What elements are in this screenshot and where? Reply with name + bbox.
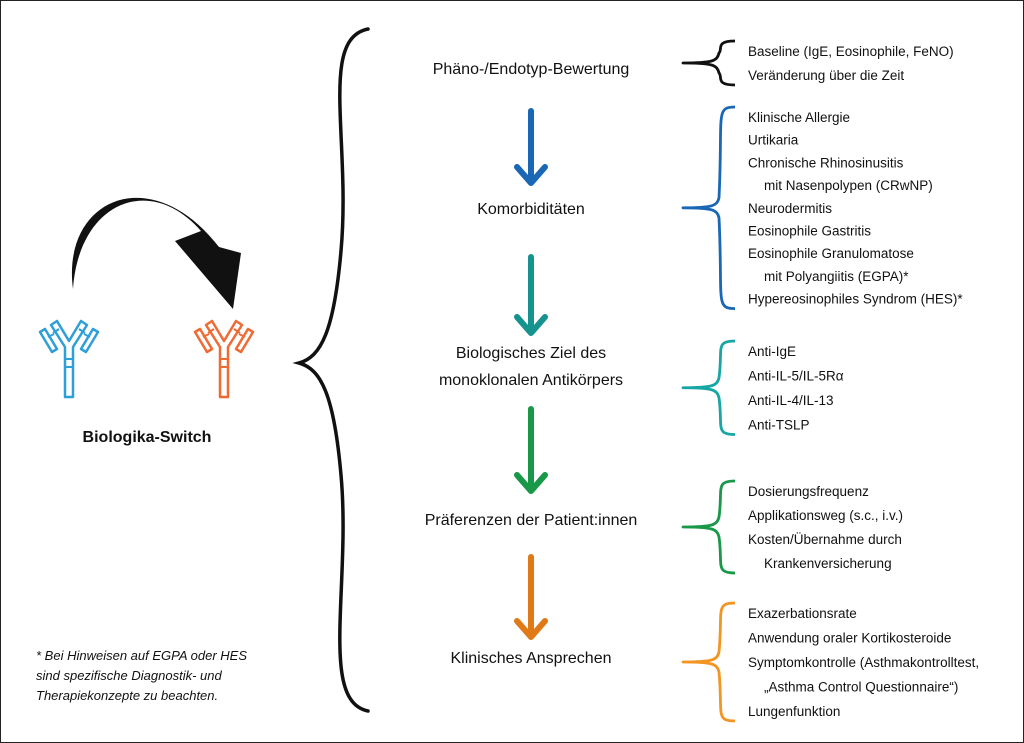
stage-item: Baseline (IgE, Eosinophile, FeNO) — [748, 44, 954, 59]
stage-item: Dosierungsfrequenz — [748, 484, 869, 499]
stage-item: Eosinophile Granulomatose — [748, 246, 914, 261]
stage-brace — [681, 39, 736, 87]
stage-brace — [681, 479, 736, 575]
stage-item: Anti-IL-5/IL-5Rα — [748, 369, 844, 384]
stage-brace — [681, 105, 736, 310]
stage-item: Eosinophile Gastritis — [748, 224, 871, 239]
stage-item: Kosten/Übernahme durch — [748, 532, 902, 547]
stage-2: Komorbiditäten Klinische AllergieUrtikari… — [477, 105, 963, 310]
flow-arrow-icon — [514, 406, 548, 494]
stages-flow: Phäno-/Endotyp-Bewertung Baseline (IgE, E… — [425, 39, 979, 723]
footnote-line-2: sind spezifische Diagnostik- und — [36, 668, 222, 683]
flow-arrow-icon — [514, 554, 548, 640]
stage-4: Präferenzen der Patient:innen Dosierungsf… — [425, 479, 903, 575]
stage-item: Symptomkontrolle (Asthmakontrolltest, — [748, 655, 979, 670]
flow-arrow-icon — [514, 108, 548, 186]
stage-item: mit Nasenpolypen (CRwNP) — [764, 178, 933, 193]
stage-label: Phäno-/Endotyp-Bewertung — [433, 61, 630, 78]
stage-1: Phäno-/Endotyp-Bewertung Baseline (IgE, E… — [433, 39, 954, 87]
footnote-line-1: * Bei Hinweisen auf EGPA oder HES — [36, 648, 247, 663]
switch-arrow-icon — [71, 197, 241, 309]
stage-item: Exazerbationsrate — [748, 606, 857, 621]
footnote-line-3: Therapiekonzepte zu beachten. — [36, 688, 218, 703]
footnote: * Bei Hinweisen auf EGPA oder HES sind s… — [36, 648, 251, 703]
stage-brace — [681, 601, 736, 723]
flow-arrow-icon — [514, 254, 548, 336]
stage-item: mit Polyangiitis (EGPA)* — [764, 269, 909, 284]
stage-item: Lungenfunktion — [748, 704, 840, 719]
stage-label: monoklonalen Antikörpers — [439, 372, 623, 389]
stage-label: Klinisches Ansprechen — [451, 650, 612, 667]
stage-brace — [681, 339, 736, 436]
stage-3: Biologisches Ziel des monoklonalen Antikö… — [439, 339, 844, 436]
stage-label: Komorbiditäten — [477, 201, 585, 218]
stage-item: Anti-IL-4/IL-13 — [748, 393, 834, 408]
stage-item: Anwendung oraler Kortikosteroide — [748, 631, 951, 646]
stage-item: Veränderung über die Zeit — [748, 68, 904, 83]
stage-item: Krankenversicherung — [764, 556, 892, 571]
stage-5: Klinisches Ansprechen ExazerbationsrateAn… — [451, 601, 979, 723]
stage-item: Urtikaria — [748, 133, 799, 148]
stage-item: Applikationsweg (s.c., i.v.) — [748, 508, 903, 523]
antibody-blue-icon — [38, 319, 100, 399]
stage-item: „Asthma Control Questionnaire“) — [764, 680, 958, 695]
stage-label: Biologisches Ziel des — [456, 345, 606, 362]
antibody-orange-icon — [193, 319, 255, 399]
stage-item: Anti-IgE — [748, 344, 796, 359]
stage-label: Präferenzen der Patient:innen — [425, 512, 638, 529]
stage-item: Klinische Allergie — [748, 110, 850, 125]
stage-item: Chronische Rhinosinusitis — [748, 155, 904, 170]
switch-label: Biologika-Switch — [83, 429, 212, 446]
stage-item: Hypereosinophiles Syndrom (HES)* — [748, 292, 963, 307]
stage-item: Neurodermitis — [748, 201, 832, 216]
stage-item: Anti-TSLP — [748, 418, 810, 433]
main-curly-brace — [292, 27, 370, 713]
